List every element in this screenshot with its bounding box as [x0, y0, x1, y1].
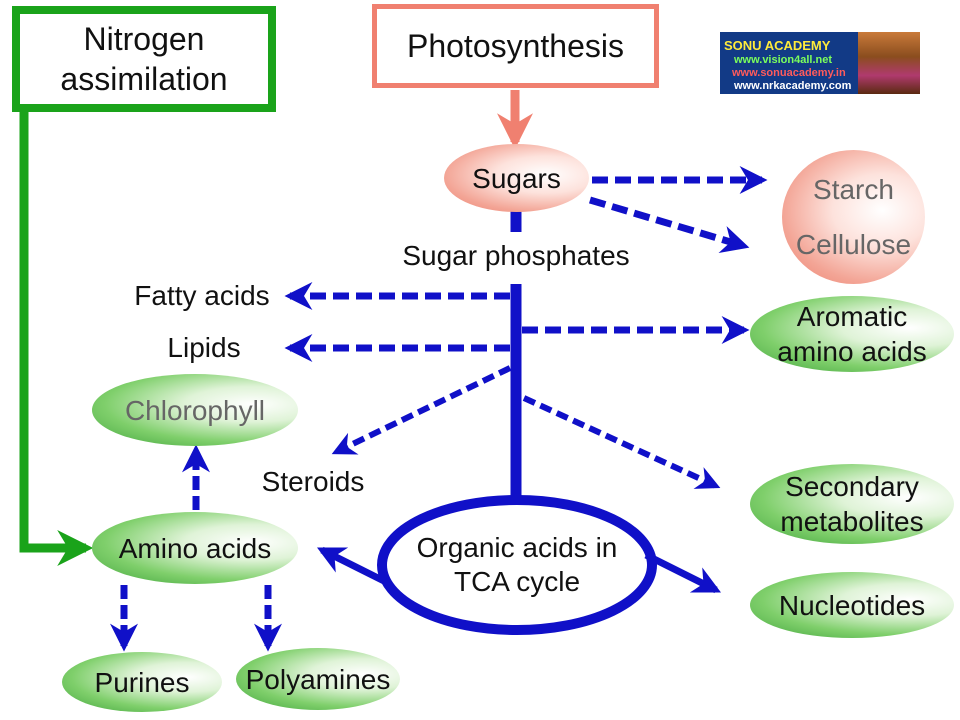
aromatic-amino-acids-node: Aromatic amino acids: [750, 296, 954, 372]
sugars-to-cellulose-arrow: [588, 196, 750, 254]
cellulose-label: Cellulose: [795, 229, 912, 260]
secondary-metabolites-label: Secondary metabolites: [780, 471, 924, 537]
chlorophyll-node: Chlorophyll: [92, 374, 298, 446]
nucleotides-node: Nucleotides: [750, 572, 954, 638]
logo-line-3: www.nrkacademy.com: [734, 80, 852, 92]
photosynthesis-label: Photosynthesis: [406, 27, 624, 64]
steroids-label: Steroids: [261, 466, 365, 498]
sugar-phosphates-label: Sugar phosphates: [402, 240, 630, 272]
logo-line-2: www.sonuacademy.in: [732, 67, 846, 79]
logo-title: SONU ACADEMY: [724, 38, 831, 53]
sugars-label: Sugars: [472, 162, 561, 194]
nitrogen-assimilation-box: Nitrogen assimilation: [12, 6, 276, 112]
academy-logo: SONU ACADEMY www.vision4all.net www.sonu…: [720, 32, 920, 94]
purines-node: Purines: [62, 652, 222, 712]
lipids-label: Lipids: [167, 332, 241, 364]
logo-photo: [858, 32, 920, 94]
nitrogen-to-amino-arrow: [19, 112, 94, 566]
tca-to-nucleotides-arrow: [644, 551, 722, 594]
secondary-metabolites-node: Secondary metabolites: [750, 464, 954, 544]
tca-to-amino-acids-arrow: [316, 546, 390, 587]
amino-acids-label: Amino acids: [118, 532, 272, 564]
aromatic-amino-acids-label: Aromatic amino acids: [777, 301, 927, 367]
nitrogen-assimilation-label: Nitrogen assimilation: [60, 21, 228, 97]
organic-acids-label: Organic acids in TCA cycle: [416, 532, 618, 597]
sugars-node: Sugars: [444, 144, 589, 212]
to-secondary-metabolites-arrow: [522, 395, 721, 489]
starch-label: Starch: [813, 174, 894, 205]
purines-label: Purines: [94, 666, 190, 698]
tca-cycle-ring: [377, 495, 657, 635]
to-steroids-arrow: [331, 365, 512, 455]
nucleotides-label: Nucleotides: [778, 589, 926, 621]
polyamines-node: Polyamines: [236, 648, 400, 710]
fatty-acids-label: Fatty acids: [134, 280, 270, 312]
photosynthesis-box: Photosynthesis: [372, 4, 659, 88]
amino-acids-node: Amino acids: [92, 512, 298, 584]
polyamines-label: Polyamines: [245, 663, 391, 695]
starch-cellulose-node: Starch Cellulose: [782, 150, 925, 284]
logo-line-1: www.vision4all.net: [734, 54, 833, 66]
chlorophyll-label: Chlorophyll: [124, 394, 266, 426]
